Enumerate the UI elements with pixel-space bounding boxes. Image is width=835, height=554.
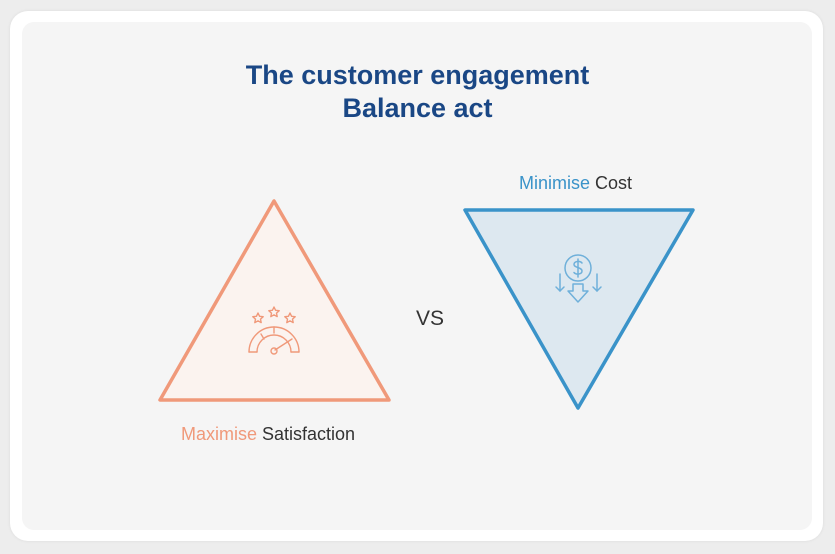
cost-text: Cost: [590, 173, 633, 193]
satisfaction-triangle: [158, 199, 391, 402]
title-line-1: The customer engagement: [245, 60, 590, 90]
title-line-2: Balance act: [342, 93, 493, 123]
satisfaction-gauge-icon: [248, 306, 300, 355]
satisfaction-text: Satisfaction: [257, 424, 356, 444]
cost-triangle: [463, 208, 695, 410]
maximise-satisfaction-label: Maximise Satisfaction: [181, 424, 355, 445]
content-panel: [22, 22, 812, 530]
maximise-highlight: Maximise: [181, 424, 258, 444]
minimise-highlight: Minimise: [519, 173, 591, 193]
page-title: The customer engagement Balance act: [0, 59, 835, 125]
cost-reduction-icon: [555, 254, 602, 303]
minimise-cost-label: Minimise Cost: [519, 173, 632, 194]
vs-label: VS: [416, 307, 445, 330]
